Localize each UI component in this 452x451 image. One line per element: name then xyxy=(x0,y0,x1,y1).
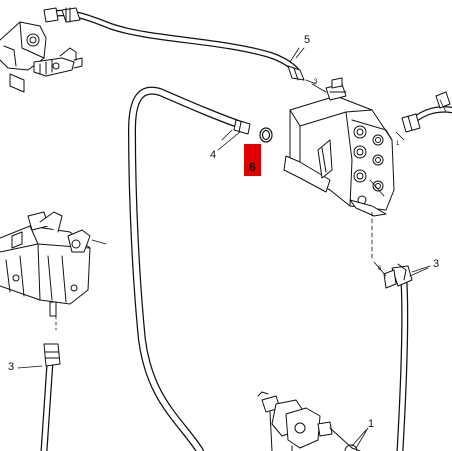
hose-4-long xyxy=(128,86,251,451)
callout-3-left: 3 xyxy=(8,361,15,373)
top-left-pump xyxy=(0,21,83,93)
leader-lines xyxy=(17,47,429,449)
callout-6: 6 xyxy=(249,160,256,174)
hose-top xyxy=(43,7,317,85)
control-valve-block xyxy=(283,77,395,261)
hose-left-lower xyxy=(40,343,61,451)
callout-4: 4 xyxy=(210,149,217,161)
highlight-callout-6: 6 xyxy=(244,144,261,176)
seal-ring-6 xyxy=(259,127,273,143)
callout-5: 5 xyxy=(304,34,311,46)
bottom-valve-assembly xyxy=(257,391,367,451)
callout-small-3: 3 xyxy=(314,79,318,85)
callout-3-right: 3 xyxy=(433,258,440,270)
hose-right-lower xyxy=(373,261,431,451)
callout-1: 1 xyxy=(368,418,375,430)
callout-small-6: 6 xyxy=(378,266,382,272)
callout-small-1: 1 xyxy=(396,141,400,147)
left-double-pump xyxy=(0,211,107,331)
hose-right-upper xyxy=(395,91,452,141)
